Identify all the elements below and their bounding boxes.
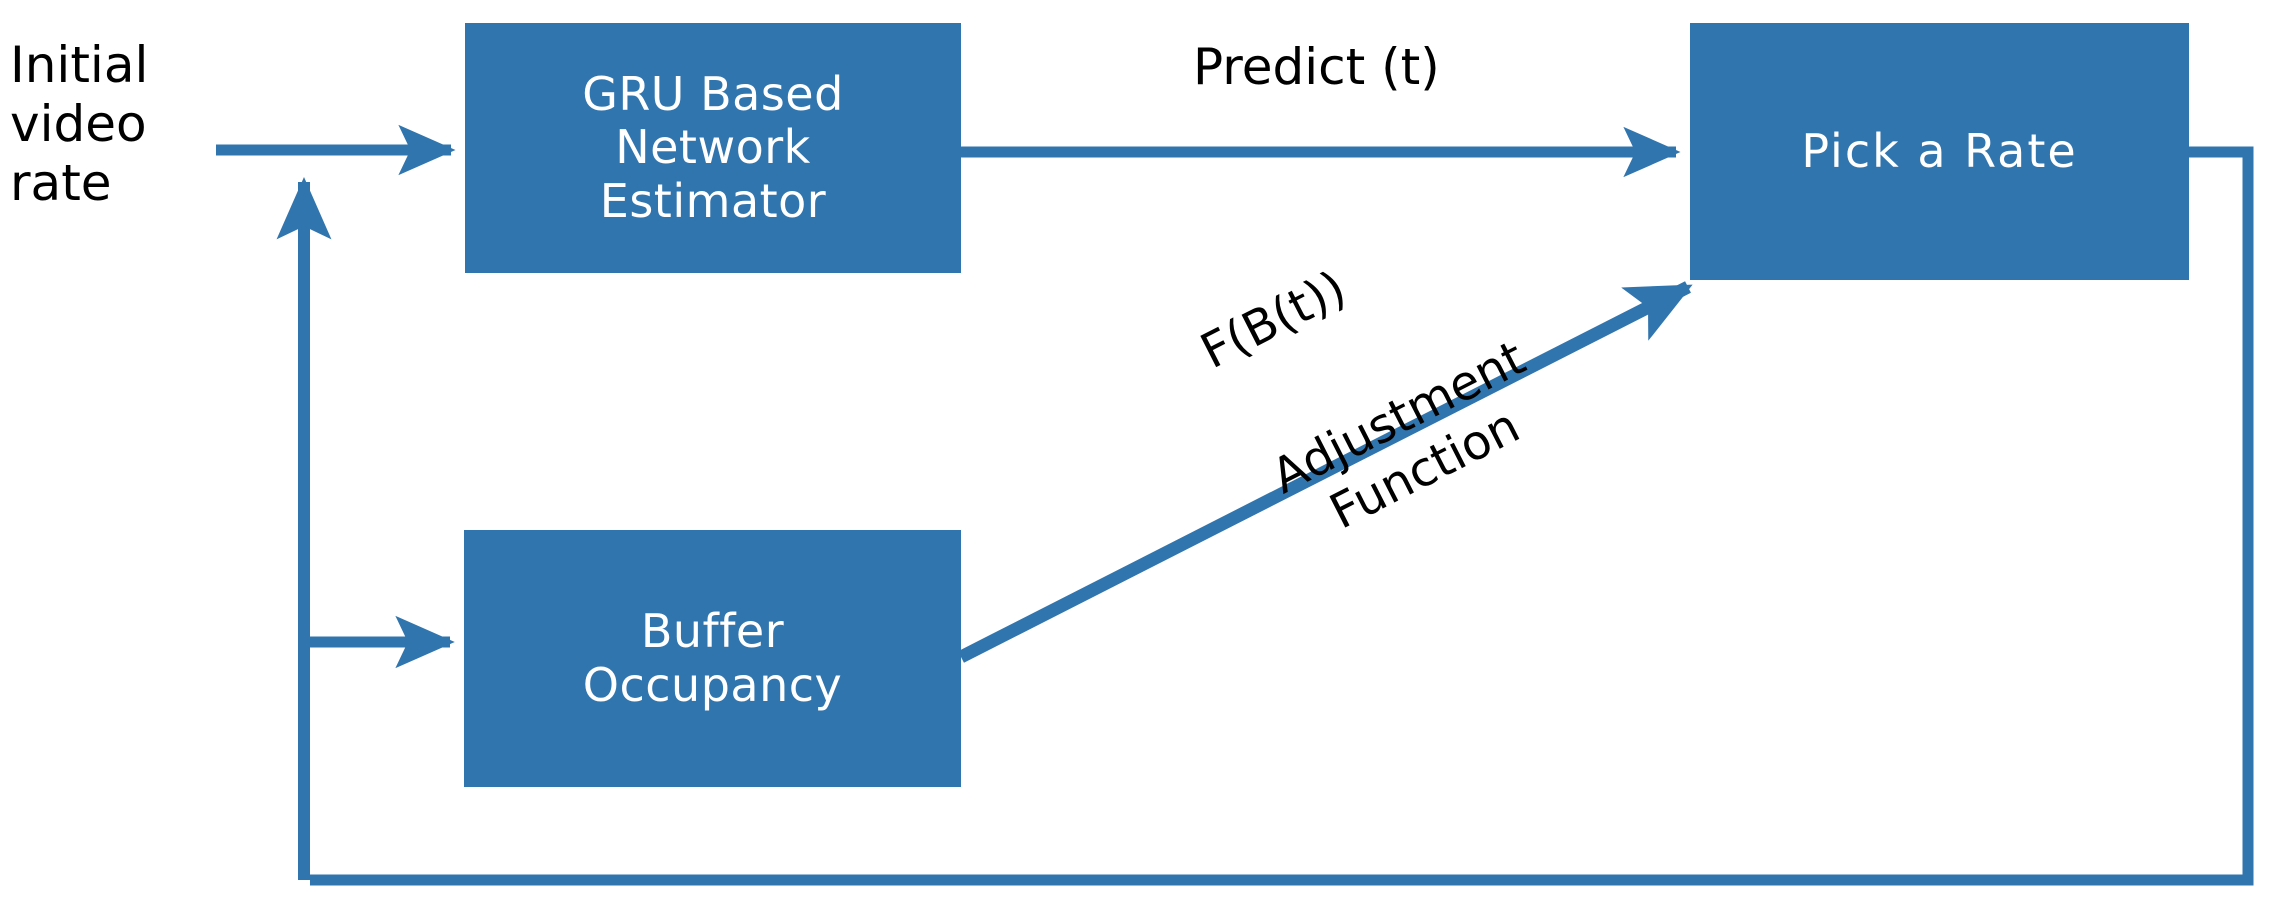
label-initial-video-rate: Initial video rate [10,36,149,212]
edge-feedback-loop [310,146,2254,886]
edge-buffer-to-pick [958,281,1693,663]
node-gru-based-network-estimator[interactable]: GRU Based Network Estimator [465,23,961,273]
label-predict-t: Predict (t) [1193,38,1440,96]
node-pick-a-rate[interactable]: Pick a Rate [1690,23,2189,280]
node-buffer-occupancy[interactable]: Buffer Occupancy [464,530,961,787]
node-buffer-label: Buffer Occupancy [582,604,843,712]
node-gru-label: GRU Based Network Estimator [582,66,844,228]
node-pick-label: Pick a Rate [1801,123,2078,178]
